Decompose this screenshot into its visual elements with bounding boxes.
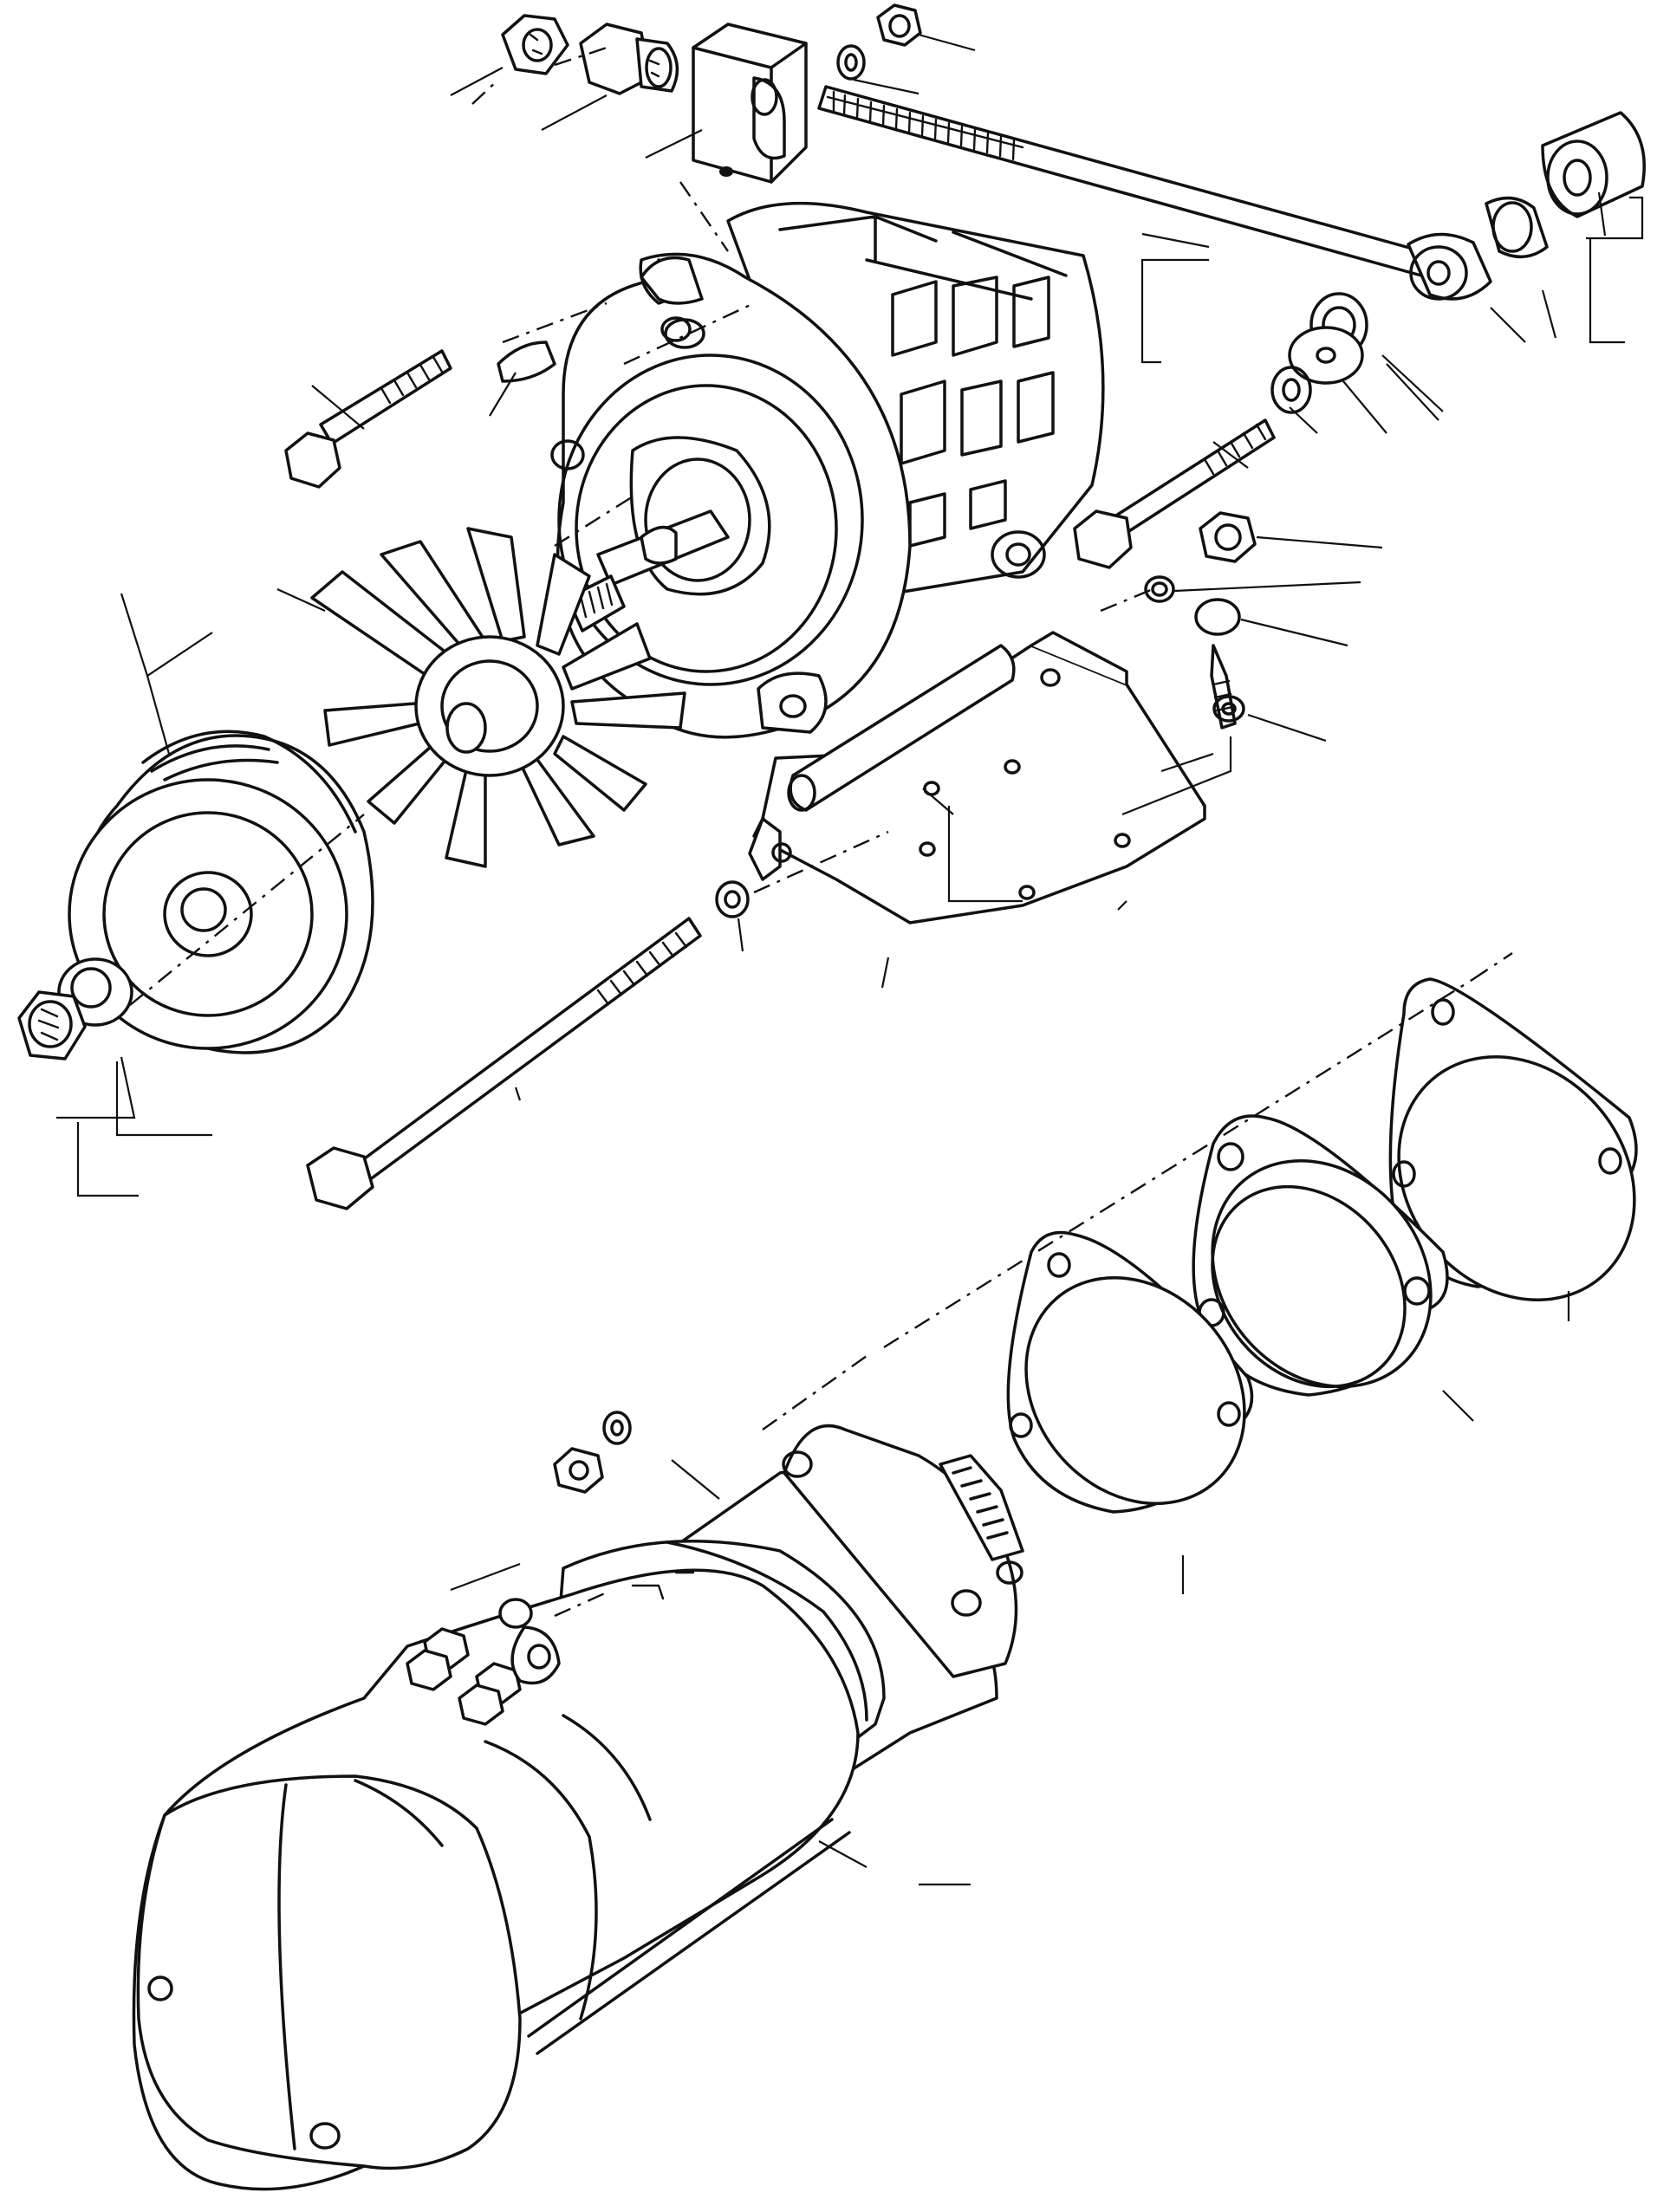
pivot-sleeve (787, 644, 1016, 812)
inner-gasket (1006, 1230, 1254, 1514)
small-washer (836, 44, 866, 81)
mounting-bracket (748, 631, 1206, 924)
adjusting-link-block (692, 23, 808, 184)
long-bolt-washer (715, 880, 750, 918)
woodruff-key (497, 341, 556, 383)
centre-lines (129, 46, 1513, 1618)
pivot-bolt-top (284, 349, 452, 489)
callout-leaders (56, 33, 1644, 1886)
starter-motor-body (132, 1469, 998, 2191)
washers-stack (1270, 292, 1368, 414)
small-nut (876, 3, 922, 47)
long-bolt (306, 917, 702, 1210)
bracket-bolt (1194, 598, 1241, 730)
terminal-studs (406, 1627, 522, 1726)
adaptor-flange (1192, 1114, 1449, 1397)
top-nut (501, 14, 569, 75)
outer-gasket (1388, 977, 1638, 1301)
starter-lug (498, 1598, 561, 1685)
drive-pulley (68, 730, 374, 1054)
cooling-fan (310, 527, 686, 868)
alternator-body (550, 201, 1105, 739)
bracket-nuts-washers (1144, 511, 1257, 723)
starter-nut-washer (553, 1411, 632, 1494)
spacer-bushes (1407, 111, 1646, 301)
through-bolt (1073, 418, 1276, 569)
sleeve-nut (579, 23, 679, 95)
starter-nose (782, 1424, 1024, 1678)
pulley-nut (17, 990, 87, 1061)
